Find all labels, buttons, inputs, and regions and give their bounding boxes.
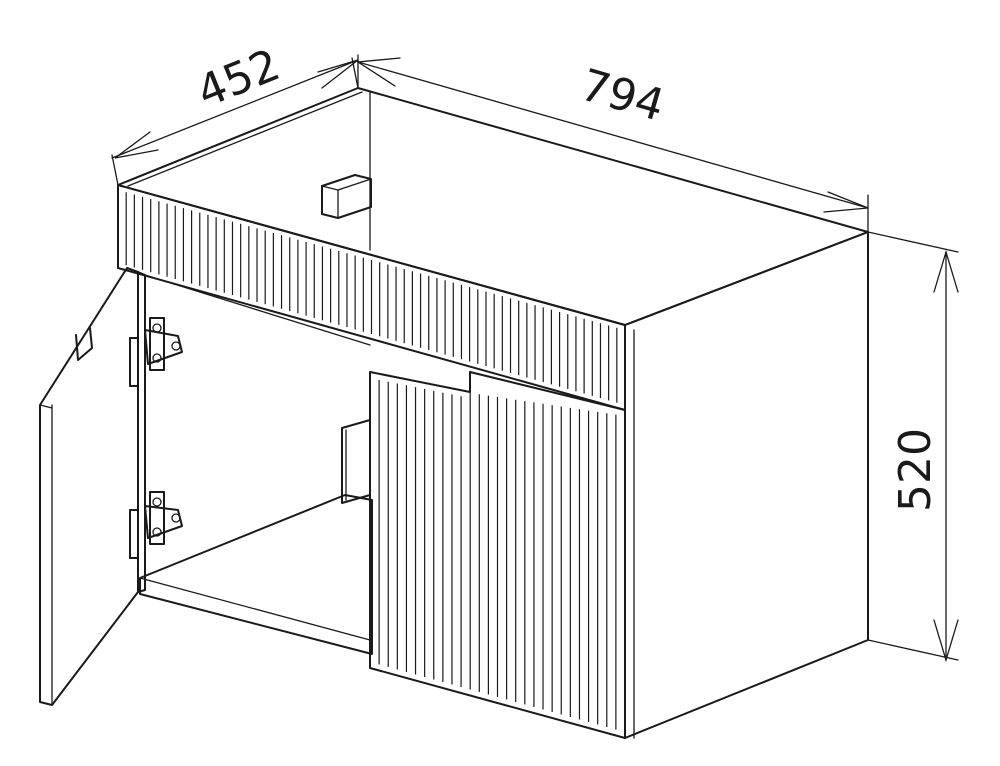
depth-label: 452 [190, 39, 287, 118]
height-label: 520 [890, 428, 941, 512]
fluted-top-rail [117, 184, 626, 411]
hinge-bottom [129, 491, 183, 559]
wall-bracket [321, 174, 372, 219]
dimension-height: 520 [867, 231, 959, 663]
right-side-panel [624, 231, 869, 739]
hinge-top [129, 317, 183, 387]
left-door-open [39, 267, 139, 706]
dimension-depth: 452 [111, 39, 359, 186]
dimension-width: 794 [356, 54, 869, 233]
right-door-fluted [369, 371, 626, 739]
width-label: 794 [575, 60, 670, 132]
